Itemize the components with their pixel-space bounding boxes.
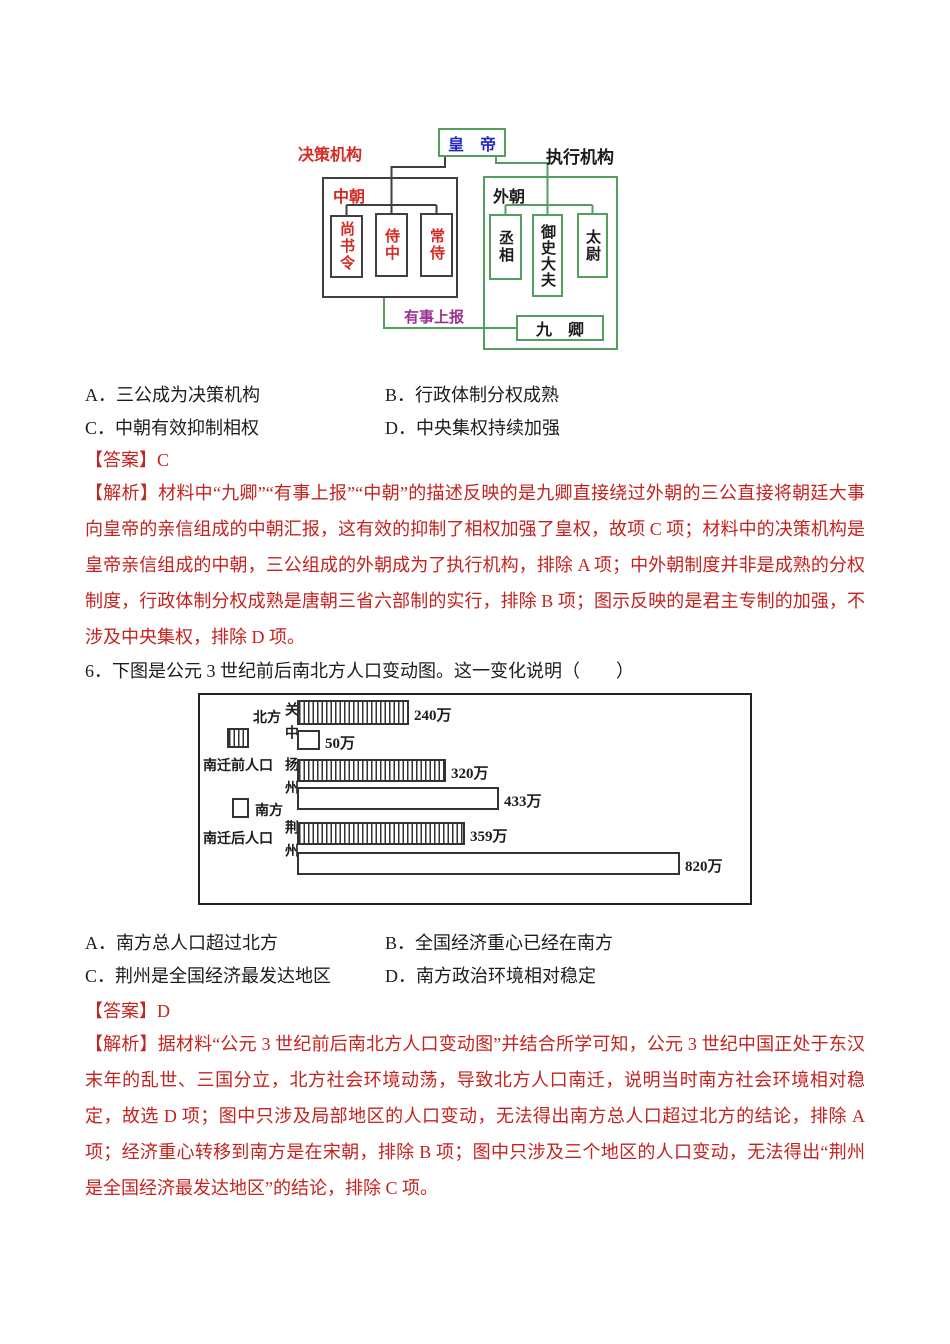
south-group-label: 南方 bbox=[255, 804, 283, 819]
taiwei-box: 太尉 bbox=[577, 213, 608, 278]
nine-ministers-label: 九 卿 bbox=[535, 322, 584, 339]
category-guanzhong: 关中 bbox=[283, 702, 298, 748]
inner-court-box bbox=[322, 177, 458, 298]
bar-guanzhong-after bbox=[297, 730, 320, 750]
shizhong-box: 侍中 bbox=[375, 213, 408, 277]
shizhong-label: 侍中 bbox=[383, 228, 399, 262]
outer-court-branch-line bbox=[504, 204, 594, 214]
shangshuling-box: 尚书令 bbox=[330, 215, 363, 278]
report-label: 有事上报 bbox=[404, 310, 465, 326]
outer-court-box bbox=[483, 176, 618, 350]
bar-yangzhou-after bbox=[297, 787, 499, 810]
value-guanzhong-before: 240万 bbox=[414, 708, 452, 724]
decision-organ-label: 决策机构 bbox=[298, 147, 363, 164]
yushidafu-box: 御史大夫 bbox=[532, 214, 563, 297]
outer-court-title: 外朝 bbox=[493, 189, 526, 206]
legend-white-swatch bbox=[232, 798, 249, 818]
q5-option-a: A．三公成为决策机构 bbox=[85, 385, 260, 405]
q5-option-b: B．行政体制分权成熟 bbox=[385, 385, 560, 405]
shangshuling-label: 尚书令 bbox=[338, 221, 354, 272]
q6-option-a: A．南方总人口超过北方 bbox=[85, 933, 278, 953]
bar-jingzhou-before bbox=[297, 822, 465, 845]
changshi-box: 常侍 bbox=[420, 213, 453, 277]
yushidafu-label: 御史大夫 bbox=[539, 223, 555, 288]
emperor-to-inner-court-line bbox=[390, 157, 446, 213]
q6-option-c: C．荆州是全国经济最发达地区 bbox=[85, 966, 332, 986]
value-yangzhou-before: 320万 bbox=[451, 766, 489, 782]
q6-analysis: 【解析】据材料“公元 3 世纪前后南北方人口变动图”并结合所学可知，公元 3 世… bbox=[85, 1034, 865, 1198]
emperor-label: 皇 帝 bbox=[447, 136, 496, 154]
value-guanzhong-after: 50万 bbox=[325, 736, 356, 752]
inner-court-branch-line bbox=[345, 204, 438, 215]
inner-court-title: 中朝 bbox=[333, 189, 366, 206]
q6-option-d: D．南方政治环境相对稳定 bbox=[385, 966, 596, 986]
diagram-connector-lines bbox=[345, 157, 594, 329]
category-jingzhou: 荆州 bbox=[283, 820, 298, 866]
q5-option-d: D．中央集权持续加强 bbox=[385, 418, 560, 438]
q5-option-c: C．中朝有效抑制相权 bbox=[85, 418, 260, 438]
legend-after-migration: 南迁后人口 bbox=[203, 832, 273, 847]
legend-before-migration: 南迁前人口 bbox=[203, 759, 273, 774]
q6-stem: 6．下图是公元 3 世纪前后南北方人口变动图。这一变化说明（ ） bbox=[85, 661, 634, 681]
emperor-to-outer-court-line bbox=[495, 157, 549, 214]
q5-analysis: 【解析】材料中“九卿”“有事上报”“中朝”的描述反映的是九卿直接绕过外朝的三公直… bbox=[85, 483, 865, 647]
bar-guanzhong-before bbox=[297, 700, 409, 725]
nine-ministers-box: 九 卿 bbox=[516, 315, 604, 341]
chengxiang-box: 丞相 bbox=[489, 214, 522, 280]
value-jingzhou-after: 820万 bbox=[685, 859, 723, 875]
north-group-label: 北方 bbox=[253, 711, 281, 726]
bar-jingzhou-after bbox=[297, 852, 680, 875]
legend-hatched-swatch bbox=[227, 728, 249, 748]
population-change-chart: 北方 南迁前人口 南方 南迁后人口 关中 扬州 荆州 240万 50万 320万… bbox=[198, 693, 752, 905]
value-yangzhou-after: 433万 bbox=[504, 794, 542, 810]
q5-answer: 【答案】C bbox=[85, 450, 170, 470]
bar-yangzhou-before bbox=[297, 759, 446, 782]
executive-organ-label: 执行机构 bbox=[546, 148, 614, 167]
report-to-nine-ministers-line bbox=[383, 298, 516, 329]
han-court-structure-diagram: 决策机构 执行机构 皇 帝 中朝 尚书令 侍中 常侍 外朝 丞相 御史大夫 太尉… bbox=[290, 115, 630, 385]
category-yangzhou: 扬州 bbox=[283, 757, 298, 803]
taiwei-label: 太尉 bbox=[584, 228, 600, 263]
value-jingzhou-before: 359万 bbox=[470, 829, 508, 845]
q6-option-b: B．全国经济重心已经在南方 bbox=[385, 933, 614, 953]
emperor-box: 皇 帝 bbox=[438, 128, 506, 157]
q6-answer: 【答案】D bbox=[85, 1001, 170, 1021]
chengxiang-label: 丞相 bbox=[497, 230, 513, 264]
changshi-label: 常侍 bbox=[428, 228, 444, 262]
